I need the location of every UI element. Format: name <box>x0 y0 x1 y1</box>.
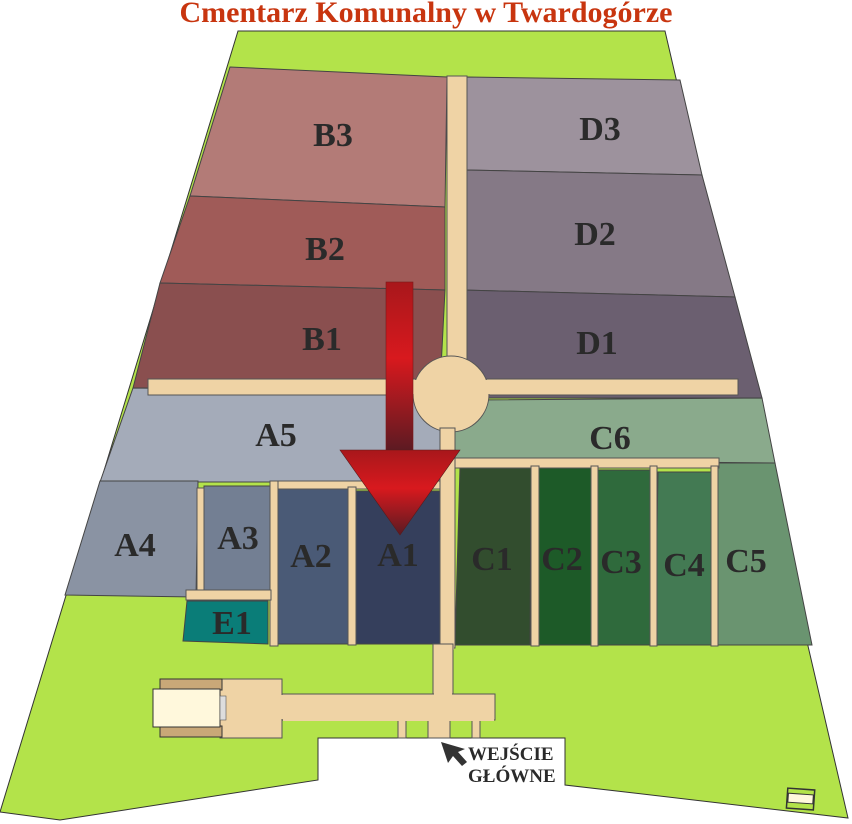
paths <box>147 75 739 739</box>
label-B1: B1 <box>302 321 342 358</box>
label-A4: A4 <box>114 527 156 564</box>
label-B3: B3 <box>313 117 353 154</box>
label-A1: A1 <box>377 537 419 574</box>
section-B2[interactable] <box>159 195 446 291</box>
small-building <box>785 787 816 811</box>
chapel-building <box>152 678 227 738</box>
label-C6: C6 <box>589 420 631 457</box>
entrance-label-line2[interactable]: GŁÓWNE <box>468 765 556 787</box>
direction-arrow-icon <box>339 281 461 536</box>
label-A2: A2 <box>290 538 332 575</box>
label-D3: D3 <box>579 111 621 148</box>
label-C4: C4 <box>663 547 705 584</box>
cursor-arrow-icon <box>441 742 467 766</box>
label-A5: A5 <box>255 417 297 454</box>
label-C5: C5 <box>725 543 767 580</box>
section-E1[interactable] <box>182 600 269 645</box>
label-A3: A3 <box>217 520 259 557</box>
label-D1: D1 <box>576 325 618 362</box>
entrance-label-line1[interactable]: WEJŚCIE <box>468 743 554 765</box>
label-D2: D2 <box>574 216 616 253</box>
label-C1: C1 <box>471 541 513 578</box>
label-C3: C3 <box>600 544 642 581</box>
label-C2: C2 <box>541 541 583 578</box>
map-title: Cmentarz Komunalny w Twardogórze <box>179 0 673 29</box>
label-B2: B2 <box>305 231 345 268</box>
label-E1: E1 <box>212 605 252 642</box>
